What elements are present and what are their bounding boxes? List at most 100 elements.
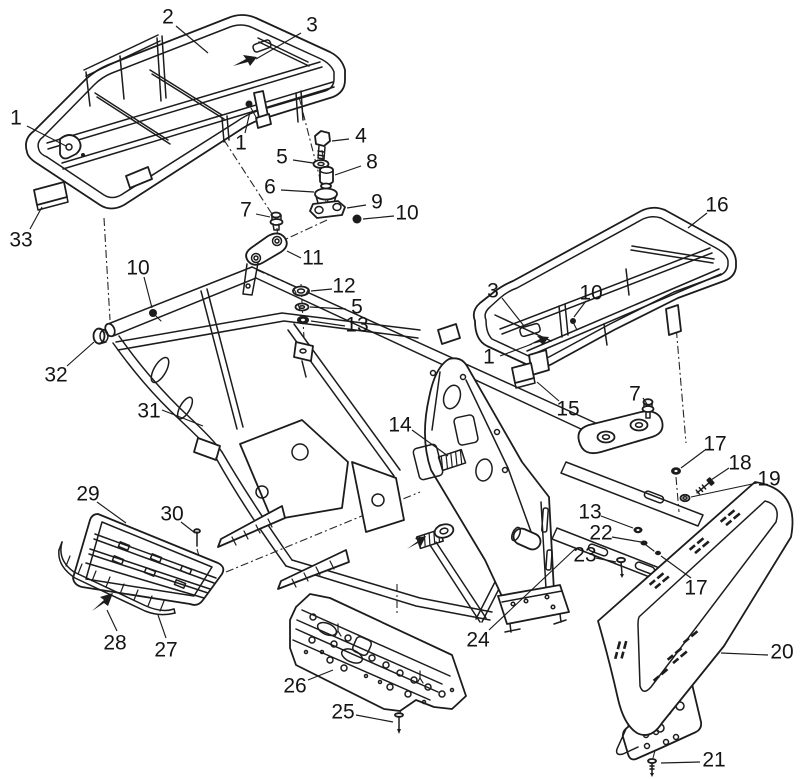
leader-line-22 <box>611 536 642 543</box>
leader-line-33 <box>29 206 43 230</box>
leader-line-10 <box>143 276 153 309</box>
leader-line-21 <box>660 761 701 764</box>
leader-line-19 <box>690 482 758 498</box>
decal-arrow <box>407 536 426 549</box>
callout-30-34: 30 <box>160 503 183 526</box>
callout-10-19: 10 <box>579 282 602 305</box>
callout-18-27: 18 <box>728 452 751 475</box>
bolt <box>695 477 715 495</box>
front-reflector <box>33 181 69 211</box>
leader-line-3 <box>501 297 525 327</box>
screw <box>647 758 657 777</box>
callout-31-24: 31 <box>137 400 160 423</box>
front-rack <box>25 14 346 211</box>
callout-4-4: 4 <box>355 125 367 148</box>
leader-line-7 <box>255 213 271 218</box>
washer <box>292 285 310 297</box>
leader-line-18 <box>710 467 730 481</box>
callout-3-18: 3 <box>487 280 499 303</box>
rack-bolt <box>570 318 576 324</box>
callout-13-16: 13 <box>345 314 368 337</box>
leader-line-1 <box>244 111 251 134</box>
washer <box>679 493 691 503</box>
lock-washer <box>294 302 310 312</box>
callout-1-3: 1 <box>235 132 247 155</box>
nut <box>352 214 362 224</box>
leader-line-2 <box>175 25 209 54</box>
callout-16-17: 16 <box>705 194 728 217</box>
callout-5-15: 5 <box>351 296 363 319</box>
callout-19-28: 19 <box>757 468 780 491</box>
callout-12-14: 12 <box>332 275 355 298</box>
flange-bolt <box>269 211 284 231</box>
leader-line-30 <box>180 521 196 534</box>
leader-line-28 <box>106 609 118 632</box>
leader-line-14 <box>411 429 449 457</box>
nut <box>633 526 643 534</box>
rack-mount-strap <box>245 90 272 129</box>
leader-line-13 <box>310 320 346 327</box>
callout-20-40: 20 <box>770 641 793 664</box>
nut <box>297 315 309 325</box>
fastener-stack-lower <box>292 285 310 325</box>
leader-line-10 <box>573 300 587 318</box>
callout-17-32: 17 <box>684 577 707 600</box>
callout-2-0: 2 <box>162 6 174 29</box>
rack-decal <box>252 39 272 53</box>
leader-line-32 <box>66 341 95 367</box>
callout-5-5: 5 <box>276 146 288 169</box>
leader-line-4 <box>331 138 350 142</box>
bumper-hardware <box>616 467 715 777</box>
leader-line-1 <box>499 343 533 357</box>
footrest <box>58 513 225 616</box>
callout-11-12: 11 <box>302 247 324 270</box>
leader-line-13 <box>600 515 634 529</box>
leader-line-26 <box>307 669 334 681</box>
leader-line-25 <box>355 714 394 723</box>
callout-14-25: 14 <box>388 414 412 437</box>
bolt <box>314 130 331 160</box>
callout-25-39: 25 <box>331 701 354 724</box>
nut <box>671 467 681 475</box>
rack-mount-bolt <box>641 398 655 419</box>
skid-plate-screw <box>394 712 404 734</box>
frame-gusset-plate <box>424 357 556 621</box>
callout-1-2: 1 <box>10 107 22 130</box>
callout-3-1: 3 <box>306 14 318 37</box>
callout-10-13: 10 <box>126 257 149 280</box>
leader-line-7 <box>642 397 648 405</box>
rack-hook <box>59 134 85 160</box>
leader-line-3 <box>255 32 302 60</box>
leader-line-17 <box>660 555 692 579</box>
front-bumper <box>597 481 794 756</box>
decal-arrow <box>528 336 549 345</box>
leader-line-9 <box>346 204 367 209</box>
callout-1-20: 1 <box>483 346 495 369</box>
leader-line-5 <box>309 306 347 310</box>
spacer <box>319 165 334 186</box>
leader-line-15 <box>536 381 560 402</box>
rear-rack <box>472 206 737 419</box>
frame-end-cap <box>92 327 109 345</box>
callout-21-41: 21 <box>702 749 725 772</box>
nut <box>655 550 661 556</box>
decal-arrow <box>233 55 257 66</box>
callout-26-38: 26 <box>283 675 306 698</box>
leader-line-20 <box>720 652 769 656</box>
clamp-bracket <box>309 200 346 219</box>
leader-line-27 <box>157 614 167 639</box>
skid-plate <box>289 593 467 712</box>
frame-rack-bolt <box>149 309 157 317</box>
leader-line-8 <box>334 165 362 176</box>
leader-line-16 <box>687 212 708 229</box>
callout-32-23: 32 <box>44 364 67 387</box>
callout-24-37: 24 <box>466 629 490 652</box>
callout-10-9: 10 <box>395 202 418 225</box>
footrest-arrow <box>92 593 113 611</box>
bumper-grip-patches <box>613 509 741 682</box>
callout-29-33: 29 <box>76 483 99 506</box>
main-frame <box>92 266 664 633</box>
